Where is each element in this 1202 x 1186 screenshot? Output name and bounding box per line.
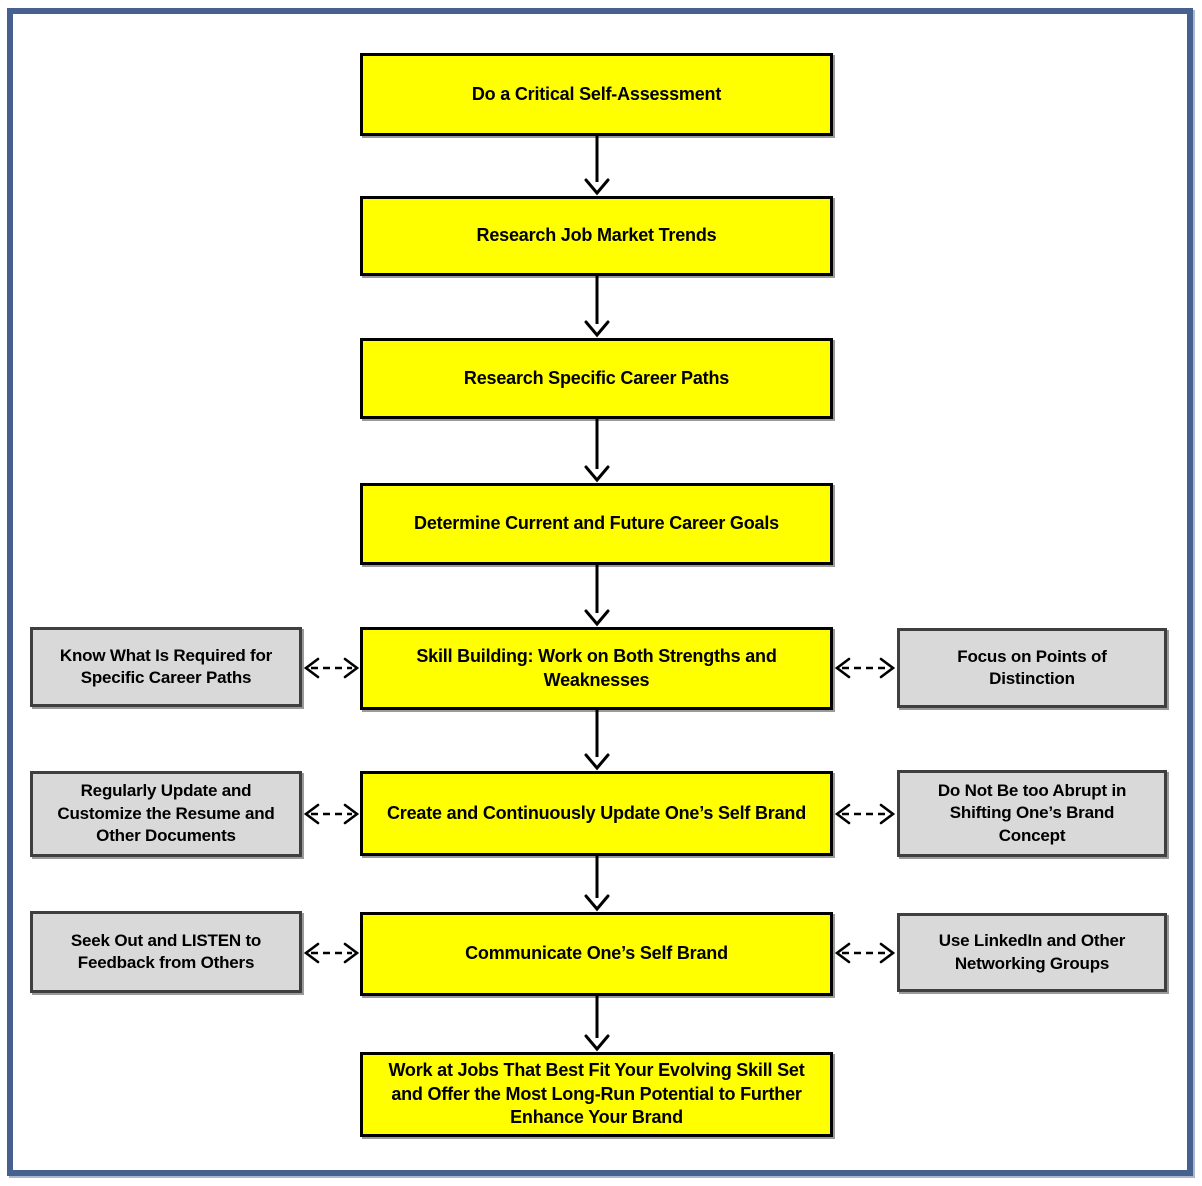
down-arrow — [584, 276, 610, 338]
down-arrow — [584, 565, 610, 627]
down-arrow — [584, 856, 610, 912]
dashed-double-arrow — [834, 942, 896, 964]
outer-frame — [7, 8, 1193, 1176]
side-note-points-of-distinction: Focus on Points of Distinction — [897, 628, 1167, 708]
dashed-double-arrow — [303, 803, 360, 825]
down-arrow — [584, 136, 610, 196]
down-arrow — [584, 419, 610, 483]
side-note-not-abrupt: Do Not Be too Abrupt in Shifting One’s B… — [897, 770, 1167, 857]
side-note-seek-feedback: Seek Out and LISTEN to Feedback from Oth… — [30, 911, 302, 993]
flow-step-career-paths: Research Specific Career Paths — [360, 338, 833, 419]
dashed-double-arrow — [834, 803, 896, 825]
flow-step-job-market-trends: Research Job Market Trends — [360, 196, 833, 276]
flow-step-career-goals: Determine Current and Future Career Goal… — [360, 483, 833, 565]
down-arrow — [584, 710, 610, 771]
flow-step-self-assessment: Do a Critical Self-Assessment — [360, 53, 833, 136]
dashed-double-arrow — [834, 657, 896, 679]
dashed-double-arrow — [303, 657, 360, 679]
flow-step-work-at-jobs: Work at Jobs That Best Fit Your Evolving… — [360, 1052, 833, 1137]
side-note-use-linkedin: Use LinkedIn and Other Networking Groups — [897, 913, 1167, 992]
flow-step-communicate-brand: Communicate One’s Self Brand — [360, 912, 833, 996]
flow-step-create-brand: Create and Continuously Update One’s Sel… — [360, 771, 833, 856]
down-arrow — [584, 996, 610, 1052]
side-note-know-requirements: Know What Is Required for Specific Caree… — [30, 627, 302, 707]
flow-step-skill-building: Skill Building: Work on Both Strengths a… — [360, 627, 833, 710]
side-note-update-resume: Regularly Update and Customize the Resum… — [30, 771, 302, 857]
dashed-double-arrow — [303, 942, 360, 964]
